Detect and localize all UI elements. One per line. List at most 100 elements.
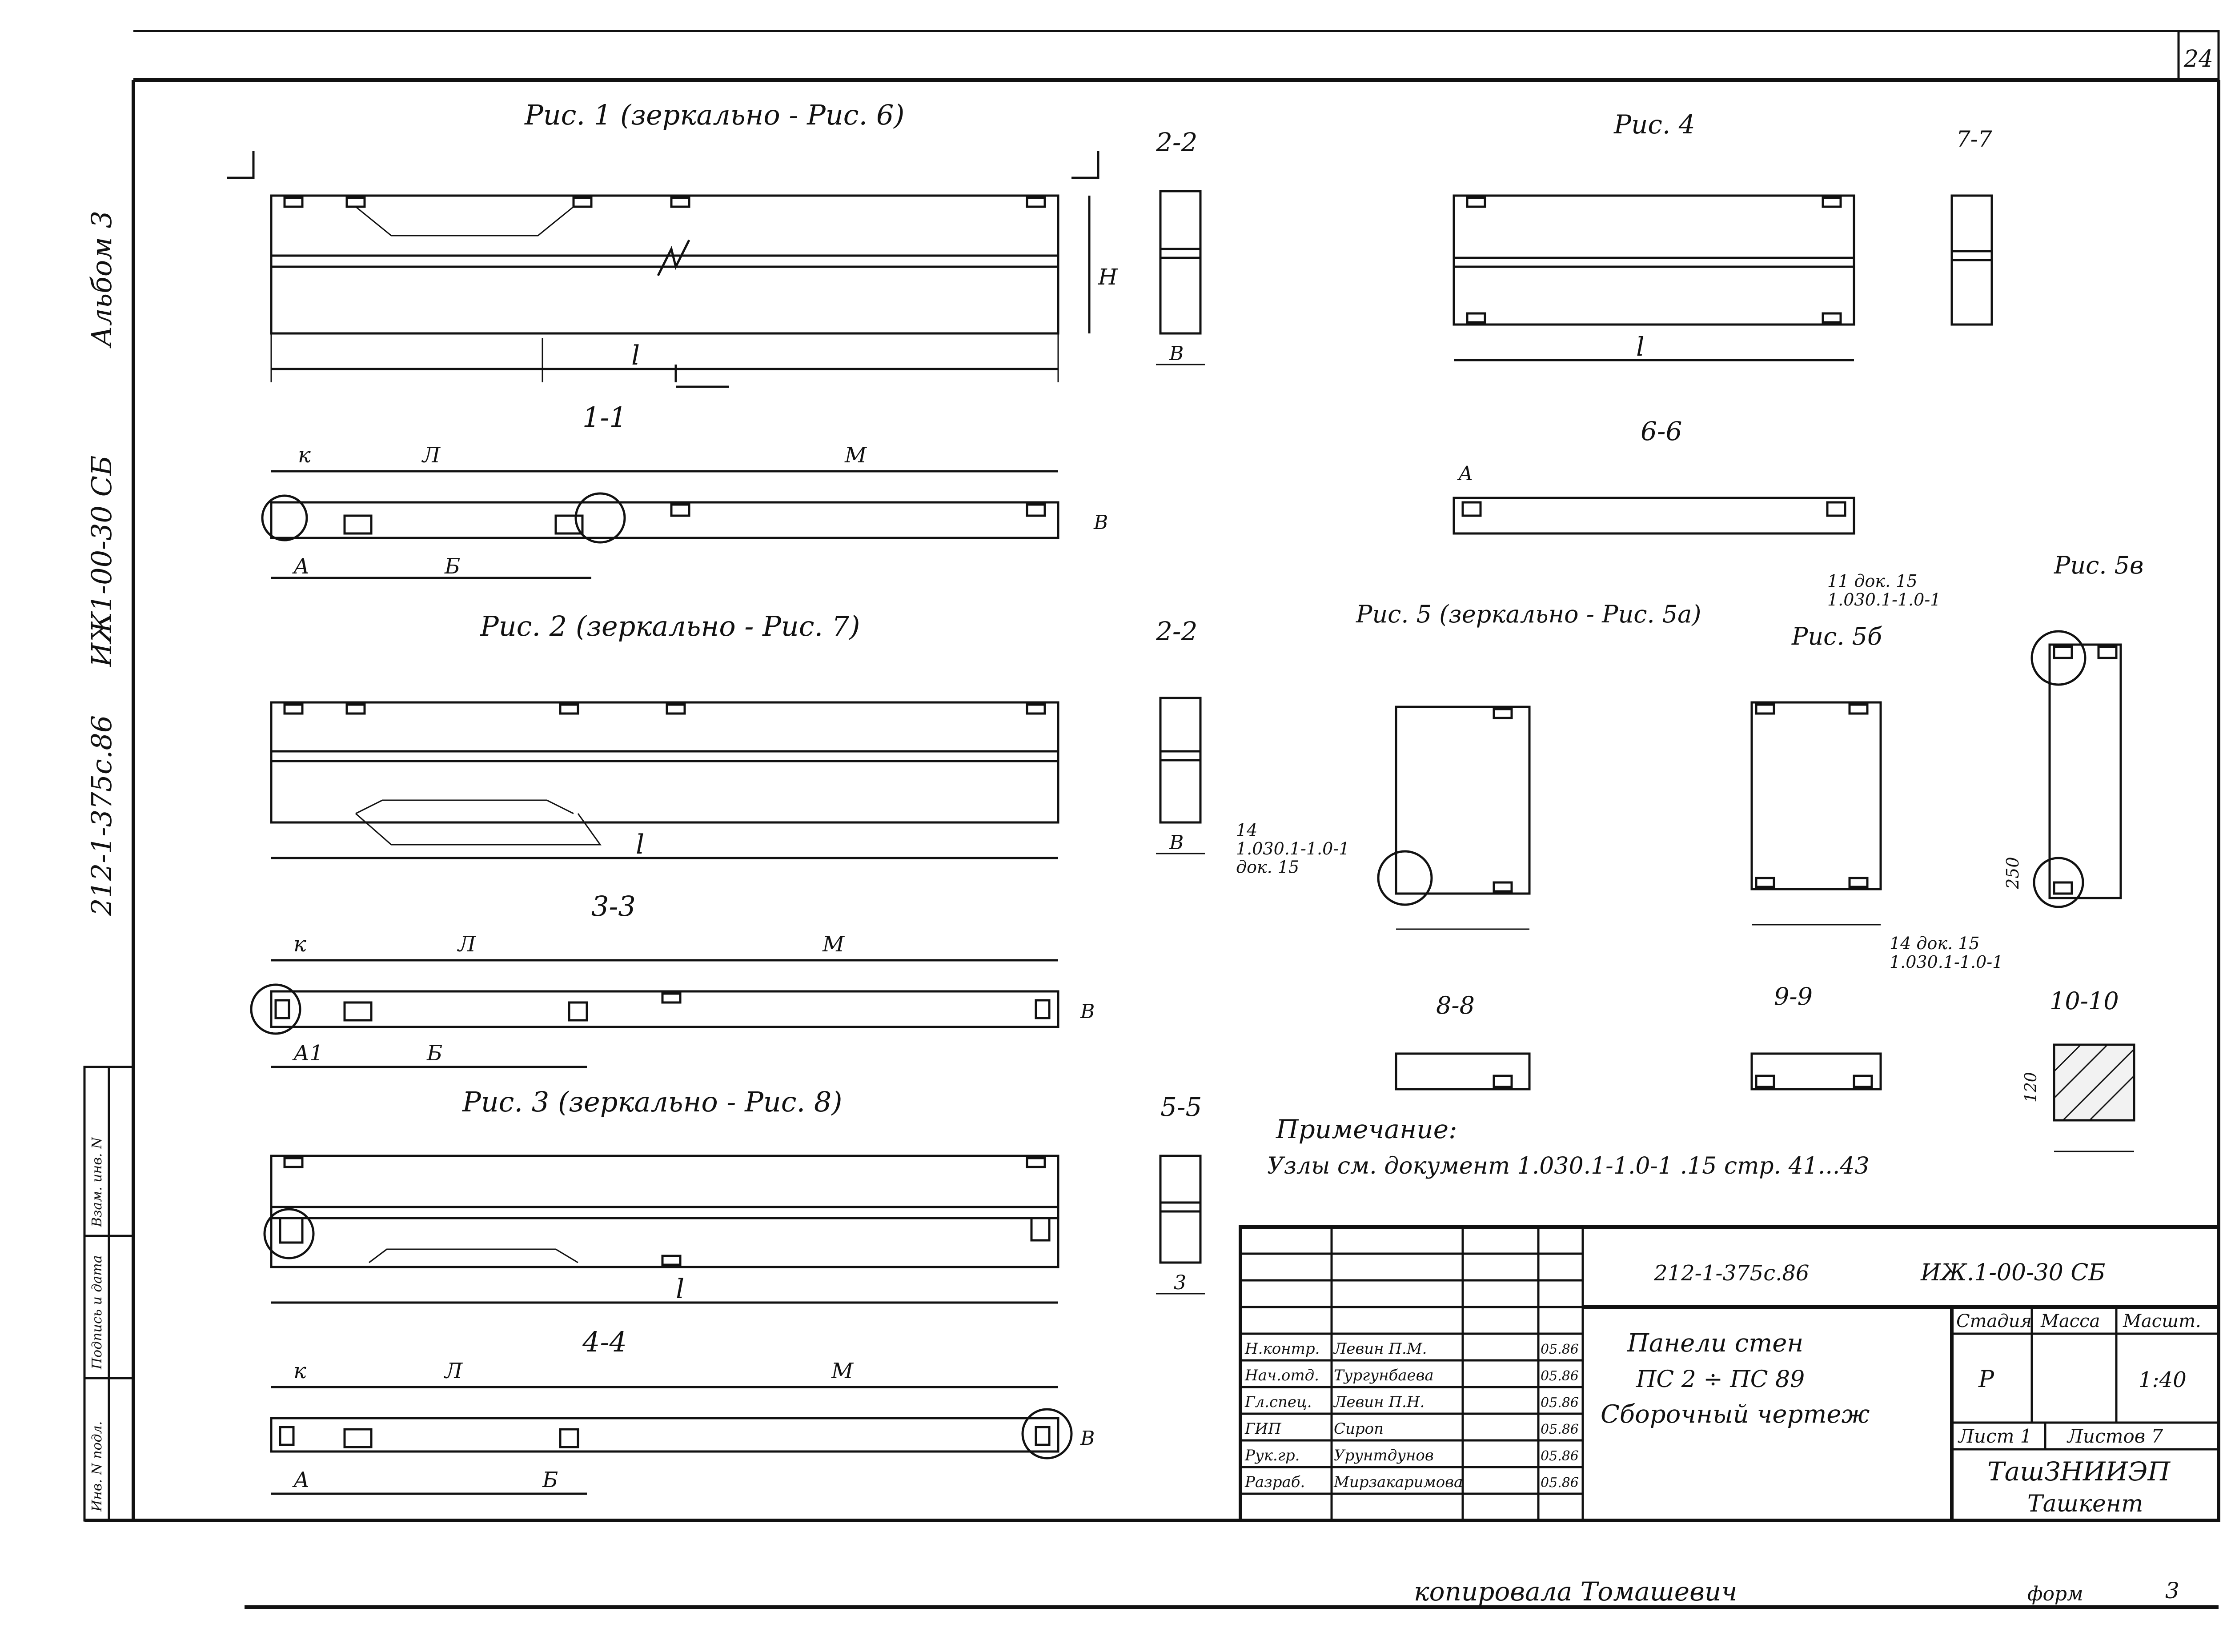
svg-text:В: В [1080,1427,1095,1450]
svg-text:l: l [1636,332,1645,362]
stamp-label-sign: Подпись и дата [89,1255,105,1370]
tb-code: ИЖ.1-00-30 СБ [1920,1259,2105,1286]
tb-sheet: Лист 1 [1958,1425,2032,1447]
svg-text:Л: Л [421,443,441,468]
svg-text:Тургунбаева: Тургунбаева [1334,1367,1434,1384]
svg-text:05.86: 05.86 [1541,1342,1579,1357]
note-heading: Примечание: [1276,1114,1457,1144]
figure-1: Рис. 1 (зеркально - Рис. 6) l H [227,99,1118,388]
tb-h-stage: Стадия [1956,1311,2032,1331]
figure-4: Рис. 4 l [1453,109,1855,362]
format-label: форм [2027,1583,2083,1605]
section-3-3-title: 3-3 [591,890,636,922]
copied-by: копировала Томашевич [1414,1576,1737,1607]
figure-2-dim-length: l [636,829,644,860]
tb-stage: Р [1978,1366,1994,1393]
tb-h-scale: Масшт. [2123,1311,2201,1331]
figure-2-title: Рис. 2 (зеркально - Рис. 7) [480,610,860,642]
section-4-4-title: 4-4 [582,1326,627,1358]
page-number: 24 [2183,46,2213,72]
svg-text:6-6: 6-6 [1641,416,1682,446]
svg-text:Левин П.Н.: Левин П.Н. [1333,1393,1424,1411]
svg-text:В: В [1169,342,1184,365]
tb-org-1: ТашЗНИИЭП [1987,1456,2171,1487]
svg-text:Б: Б [426,1041,442,1066]
format-value: 3 [2165,1578,2179,1604]
svg-text:Урунтдунов: Урунтдунов [1334,1447,1434,1464]
section-10-10: 10-10 120 [2022,987,2135,1152]
section-4-4: 4-4 к Л М А Б В [270,1326,1095,1495]
svg-text:Рук.гр.: Рук.гр. [1244,1447,1300,1464]
svg-text:М: М [844,443,867,468]
tb-series: 212-1-375с.86 [1653,1261,1809,1286]
tb-name-2: ПС 2 ÷ ПС 89 [1636,1366,1805,1393]
svg-text:М: М [822,932,845,957]
svg-text:05.86: 05.86 [1541,1368,1579,1384]
section-8-8: 8-8 [1395,991,1531,1091]
svg-text:Мирзакаримова: Мирзакаримова [1333,1473,1463,1491]
section-7-7: 7-7 [1950,126,1993,326]
svg-text:Разраб.: Разраб. [1244,1473,1305,1491]
svg-text:Б: Б [542,1468,558,1492]
figure-1-dim-height: H [1098,264,1118,290]
title-block: 212-1-375с.86 ИЖ.1-00-30 СБ Панели стен … [1239,1225,2220,1522]
svg-text:В: В [1080,1000,1095,1023]
svg-text:Сироп: Сироп [1334,1420,1384,1438]
svg-text:Нач.отд.: Нач.отд. [1244,1367,1319,1384]
svg-text:5-5: 5-5 [1160,1092,1202,1122]
svg-text:05.86: 05.86 [1541,1448,1579,1464]
figure-3-dim-length: l [676,1274,684,1305]
svg-text:Рис. 5б: Рис. 5б [1791,622,1882,650]
stamp-label-inv: Инв. N подл. [89,1421,105,1512]
svg-text:А1: А1 [292,1041,323,1066]
svg-text:120: 120 [2022,1072,2040,1103]
svg-text:А: А [292,554,309,579]
svg-text:Рис. 4: Рис. 4 [1613,109,1695,140]
svg-text:А: А [1457,462,1473,485]
svg-text:8-8: 8-8 [1436,991,1475,1019]
figure-1-title: Рис. 1 (зеркально - Рис. 6) [524,99,905,131]
svg-text:2-2: 2-2 [1156,616,1197,646]
svg-text:А: А [292,1468,309,1492]
svg-text:250: 250 [2003,857,2022,890]
tb-name-3: Сборочный чертеж [1601,1400,1870,1429]
svg-text:9-9: 9-9 [1774,982,1813,1010]
figure-3-title: Рис. 3 (зеркально - Рис. 8) [462,1086,843,1118]
figure-2: Рис. 2 (зеркально - Рис. 7) l [270,610,1059,860]
doc-code-vertical: ИЖ1-00-30 СБ [85,455,118,667]
figure-1-dim-length: l [631,340,640,371]
page-number-box [2177,30,2220,81]
section-2-2-a: 2-2 В [1156,127,1205,365]
note-block: Примечание: Узлы см. документ 1.030.1-1.… [1267,1114,1870,1179]
svg-text:Л: Л [457,932,477,957]
figure-3: Рис. 3 (зеркально - Рис. 8) l [263,1086,1059,1305]
svg-text:05.86: 05.86 [1541,1395,1579,1411]
note-text: Узлы см. документ 1.030.1-1.0-1 .15 стр.… [1267,1153,1870,1179]
svg-text:7-7: 7-7 [1956,126,1992,152]
section-5-5: 5-5 3 [1156,1092,1205,1295]
svg-text:В: В [1169,831,1184,854]
svg-text:к: к [293,1359,306,1383]
svg-text:05.86: 05.86 [1541,1422,1579,1437]
stamp-label-replace: Взам. инв. N [89,1136,105,1227]
svg-text:Левин П.М.: Левин П.М. [1333,1340,1427,1358]
svg-text:к: к [293,932,306,957]
svg-text:В: В [1093,511,1108,534]
svg-text:2-2: 2-2 [1156,127,1197,157]
tb-scale: 1:40 [2139,1367,2187,1392]
section-1-1: 1-1 к Л М А Б В [261,401,1108,579]
tb-h-mass: Масса [2040,1311,2100,1331]
svg-text:Гл.спец.: Гл.спец. [1244,1393,1312,1411]
svg-text:ГИП: ГИП [1244,1420,1282,1438]
svg-text:к: к [298,443,311,468]
section-2-2-b: 2-2 В [1156,616,1205,854]
album-label: Альбом 3 [85,211,118,349]
svg-text:05.86: 05.86 [1541,1475,1579,1491]
svg-text:3: 3 [1174,1271,1186,1294]
